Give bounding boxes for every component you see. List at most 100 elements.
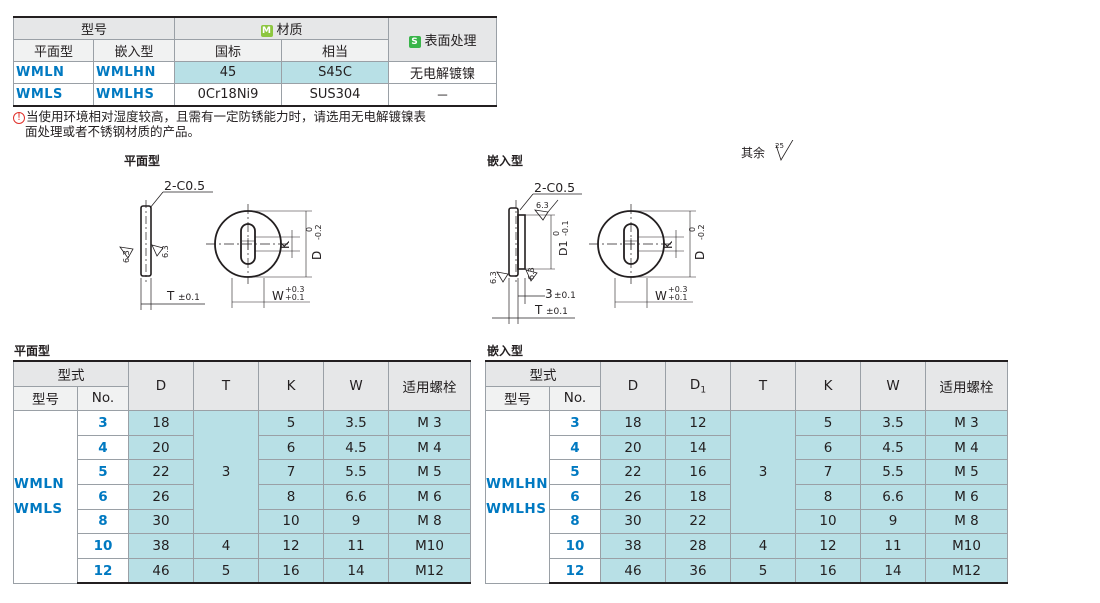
embed-k: 10 [795, 508, 861, 535]
flat-form-header: 型式 [13, 359, 129, 387]
flat-code[interactable]: WMLN [13, 61, 94, 84]
embed-drawing-title: 嵌入型 [487, 153, 523, 168]
embed-d: 30 [600, 508, 666, 535]
usage-note: !当使用环境相对湿度较高，且需有一定防锈能力时，请选用无电解镀镍表 面处理或者不… [13, 109, 508, 139]
flat-chamfer-label: 2-C0.5 [164, 178, 205, 193]
embed-no[interactable]: 12 [549, 557, 601, 585]
flat-w-header: W [323, 360, 389, 412]
embed-bolt: M12 [925, 557, 1008, 585]
flat-bolt: M12 [388, 557, 471, 585]
flat-w: 14 [323, 557, 389, 585]
embed-no[interactable]: 6 [549, 483, 601, 510]
table-row: WMLS WMLHS 0Cr18Ni9 SUS304 － [13, 83, 498, 107]
flat-d: 38 [128, 533, 194, 559]
flat-no[interactable]: 4 [77, 434, 129, 461]
flat-model-code[interactable]: WMLN [14, 476, 65, 493]
flat-k: 7 [258, 459, 324, 485]
flat-w: 6.6 [323, 483, 389, 510]
flat-k-label: K [278, 240, 292, 249]
table-row: 10 38 28 4 12 11 M10 [486, 533, 1008, 559]
table-row: 10 38 4 12 11 M10 [14, 533, 471, 559]
embed-w: 6.6 [860, 483, 926, 510]
embed-bolt: M 5 [925, 459, 1008, 485]
flat-no[interactable]: 3 [77, 410, 129, 436]
embed-no[interactable]: 4 [549, 434, 601, 461]
flat-t: 5 [193, 557, 259, 585]
embed-w: 14 [860, 557, 926, 585]
flat-d: 18 [128, 410, 194, 436]
flat-model-code[interactable]: WMLS [14, 501, 63, 518]
flat-d: 30 [128, 508, 194, 535]
embed-no[interactable]: 3 [549, 410, 601, 436]
embed-bolt-header: 适用螺栓 [925, 360, 1008, 412]
table-row: 8 30 22 10 9 M 8 [486, 508, 1008, 535]
surface-treatment: － [388, 83, 498, 107]
flat-d: 46 [128, 557, 194, 585]
embed-w: 5.5 [860, 459, 926, 485]
embed-w: 11 [860, 533, 926, 559]
embed-no[interactable]: 5 [549, 459, 601, 485]
flat-t: 4 [193, 533, 259, 559]
embed-k: 16 [795, 557, 861, 585]
embed-model-code[interactable]: WMLHN [486, 476, 549, 493]
table-row: 4 20 14 6 4.5 M 4 [486, 434, 1008, 461]
embed-form-header: 型式 [485, 359, 601, 387]
embed-bolt: M 8 [925, 508, 1008, 535]
embed-d1: 12 [665, 410, 731, 436]
embed-t-common: 3 [730, 410, 796, 535]
flat-code[interactable]: WMLS [13, 83, 94, 107]
flat-no[interactable]: 6 [77, 483, 129, 510]
embed-code[interactable]: WMLHN [92, 61, 176, 84]
flat-bolt: M 3 [388, 410, 471, 436]
embed-t-tol: ±0.1 [546, 307, 568, 317]
embed-code[interactable]: WMLHS [92, 83, 176, 107]
flat-k: 5 [258, 410, 324, 436]
embed-model-code[interactable]: WMLHS [486, 501, 547, 518]
flat-w: 4.5 [323, 434, 389, 461]
embed-model-header: 型号 [485, 385, 550, 412]
flat-d-tol-minus: -0.2 [314, 224, 323, 240]
embed-w-header: W [860, 360, 926, 412]
flat-rough-right: 6.3 [161, 245, 170, 258]
embed-k: 12 [795, 533, 861, 559]
embed-3-tol: ±0.1 [554, 291, 576, 301]
flat-no[interactable]: 8 [77, 508, 129, 535]
flat-drawing-title: 平面型 [124, 153, 160, 168]
embed-d-header: D [600, 360, 666, 412]
embed-rough-top: 6.3 [536, 201, 549, 210]
flat-w: 11 [323, 533, 389, 559]
flat-d-label: D [310, 251, 324, 260]
embed-w: 3.5 [860, 410, 926, 436]
embed-d-label: D [693, 251, 707, 260]
rest-roughness-label: 其余 [741, 145, 765, 160]
flat-bolt: M 6 [388, 483, 471, 510]
flat-no[interactable]: 5 [77, 459, 129, 485]
flat-no[interactable]: 12 [77, 557, 129, 585]
flat-w-tol-upper: +0.3 [285, 285, 304, 294]
embed-d: 20 [600, 434, 666, 461]
embed-rough-right: 6.3 [527, 267, 536, 280]
embed-d: 26 [600, 483, 666, 510]
embed-no[interactable]: 10 [549, 533, 601, 559]
embed-k: 6 [795, 434, 861, 461]
embed-bolt: M 3 [925, 410, 1008, 436]
embed-3-label: 3 [545, 287, 553, 301]
embed-k-label: K [661, 240, 675, 249]
embed-no[interactable]: 8 [549, 508, 601, 535]
flat-k: 12 [258, 533, 324, 559]
warning-icon: ! [13, 112, 25, 124]
flat-model-codes: WMLN WMLS [13, 410, 78, 584]
flat-d-tol-zero: 0 [305, 227, 314, 232]
equiv-material: S45C [281, 61, 390, 84]
flat-no[interactable]: 10 [77, 533, 129, 559]
gb-material: 45 [174, 61, 283, 84]
surface-treatment: 无电解镀镍 [388, 61, 498, 84]
flat-k: 10 [258, 508, 324, 535]
embed-k-header: K [795, 360, 861, 412]
